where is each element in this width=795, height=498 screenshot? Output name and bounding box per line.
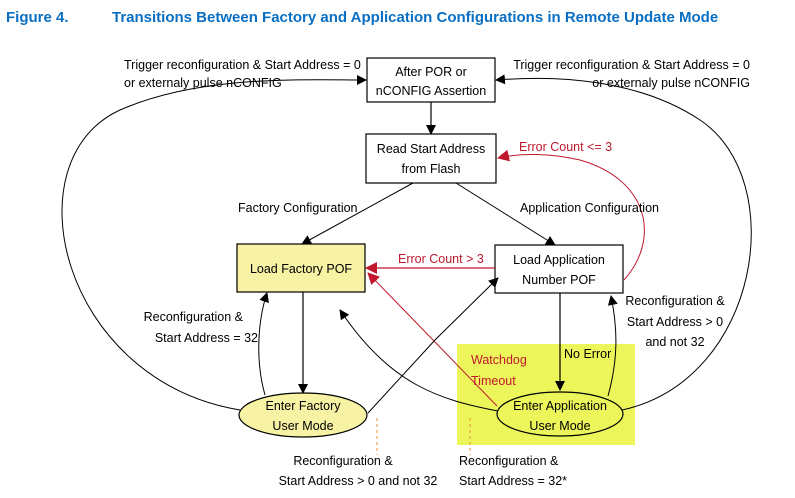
node-enter-factory-user-mode xyxy=(238,392,368,438)
label-reconf-32-bottom-2: Start Address = 32* xyxy=(459,474,567,488)
edge-enter-factory-to-load-app xyxy=(367,277,499,414)
figure-title: Transitions Between Factory and Applicat… xyxy=(112,9,719,26)
label-trigger-right-2: or externaly pulse nCONFIG xyxy=(592,76,750,90)
label-reconf-32-bottom-1: Reconfiguration & xyxy=(459,454,559,468)
node-enter-app-user-mode xyxy=(496,391,624,437)
node-enter-factory-line1: Enter Factory xyxy=(265,399,341,413)
node-enter-factory-line2: User Mode xyxy=(272,419,333,433)
label-reconf-gt0-bottom-2: Start Address > 0 and not 32 xyxy=(279,474,438,488)
label-error-le3: Error Count <= 3 xyxy=(519,140,612,154)
node-after-por-line2: nCONFIG Assertion xyxy=(376,84,486,98)
label-factory-config: Factory Configuration xyxy=(238,201,358,215)
figure-number: Figure 4. xyxy=(6,9,69,26)
node-load-app-line1: Load Application xyxy=(513,253,605,267)
label-reconf-gt0-right-2: Start Address > 0 xyxy=(627,315,723,329)
node-load-app-pof xyxy=(494,244,624,294)
label-no-error: No Error xyxy=(564,347,611,361)
label-reconf-gt0-right-1: Reconfiguration & xyxy=(625,294,725,308)
label-reconf-32-left-1: Reconfiguration & xyxy=(144,310,244,324)
edge-enter-app-to-load-factory xyxy=(339,309,499,412)
label-reconf-gt0-bottom-1: Reconfiguration & xyxy=(293,454,393,468)
label-error-gt3: Error Count > 3 xyxy=(398,252,484,266)
label-trigger-left-2: or externaly pulse nCONFIG xyxy=(124,76,282,90)
node-enter-app-line2: User Mode xyxy=(529,419,590,433)
edge-app-to-after-por xyxy=(495,74,752,411)
node-read-start-address xyxy=(365,133,497,184)
label-watchdog-2: Timeout xyxy=(471,374,516,388)
edge-read-to-load-factory xyxy=(301,182,414,245)
label-watchdog-1: Watchdog xyxy=(471,353,527,367)
label-reconf-gt0-right-3: and not 32 xyxy=(645,335,704,349)
edge-factory-to-after-por xyxy=(61,74,367,411)
edge-read-to-load-app xyxy=(455,182,556,246)
node-load-app-line2: Number POF xyxy=(522,273,596,287)
label-trigger-left-1: Trigger reconfiguration & Start Address … xyxy=(124,58,361,72)
edge-watchdog-timeout xyxy=(367,272,498,407)
label-reconf-32-left-2: Start Address = 32 xyxy=(155,331,258,345)
node-read-start-line1: Read Start Address xyxy=(377,142,485,156)
label-app-config: Application Configuration xyxy=(520,201,659,215)
edge-reconf-gt0-right xyxy=(607,295,618,397)
node-load-factory-line1: Load Factory POF xyxy=(250,262,352,276)
node-enter-app-line1: Enter Application xyxy=(513,399,607,413)
node-read-start-line2: from Flash xyxy=(401,162,460,176)
edge-error-le3 xyxy=(497,149,645,281)
label-trigger-right-1: Trigger reconfiguration & Start Address … xyxy=(513,58,750,72)
edge-reconf-32-left xyxy=(258,292,269,396)
node-after-por-line1: After POR or xyxy=(395,65,467,79)
